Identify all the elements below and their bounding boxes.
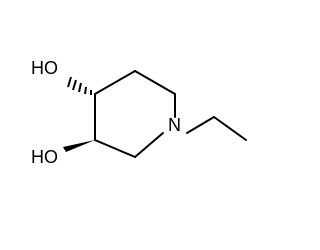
bond-c5-c6 <box>134 70 176 95</box>
hashed-wedge-bond-c4-oh <box>67 76 92 95</box>
hydroxyl-label-bottom: HO <box>31 147 58 167</box>
molecule-structure: HO HO N <box>31 58 247 167</box>
bond-c2-c3 <box>94 139 136 158</box>
solid-wedge-bond-c3-oh <box>63 140 95 152</box>
bond-n-c2 <box>134 132 164 158</box>
hydroxyl-label-top: HO <box>31 58 58 78</box>
nitrogen-label: N <box>168 115 181 135</box>
bond-n-propyl-c1 <box>186 116 215 134</box>
bond-propyl-c1-c2 <box>213 116 247 141</box>
bond-c4-c5 <box>94 70 136 95</box>
